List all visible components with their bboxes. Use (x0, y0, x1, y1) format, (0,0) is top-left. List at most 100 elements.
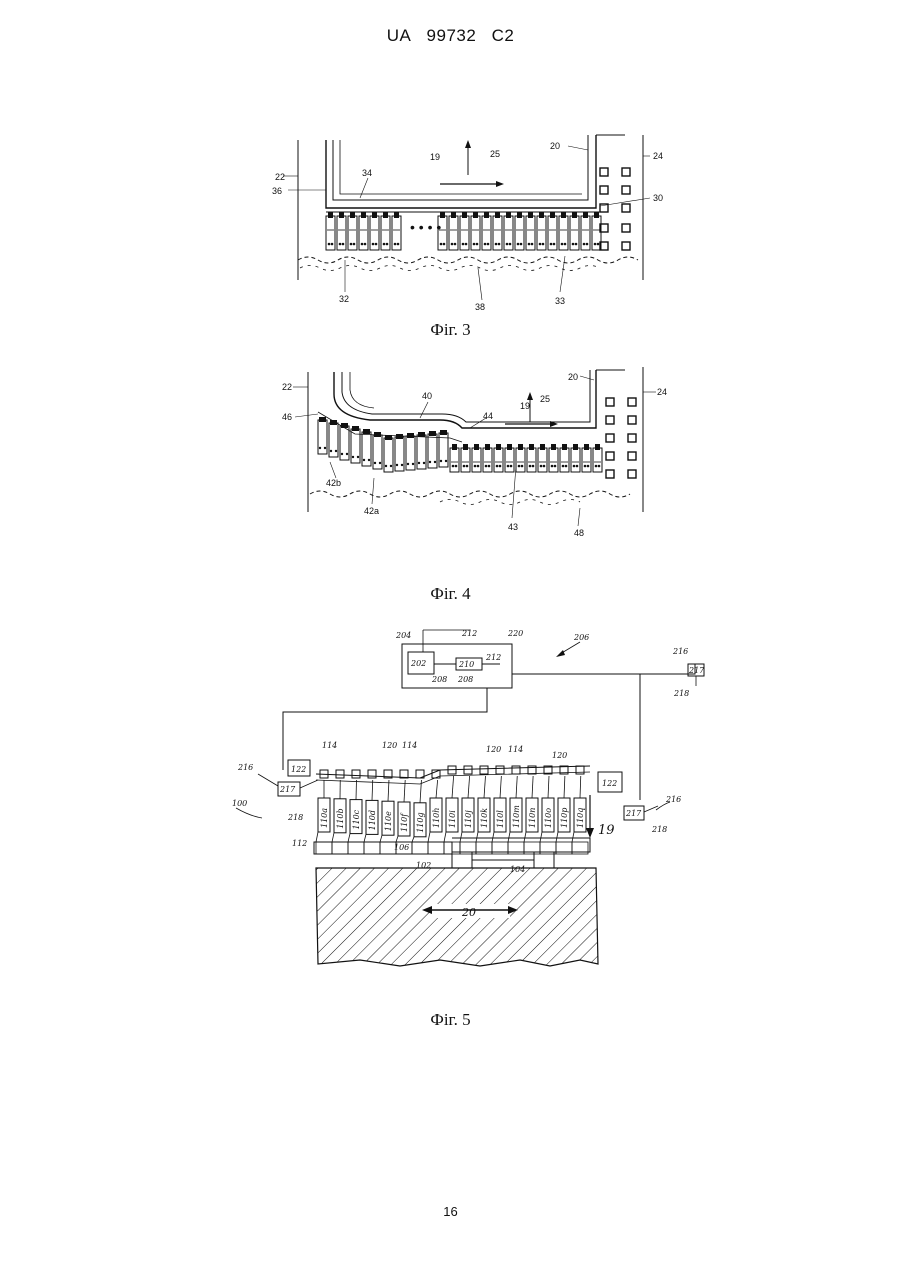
fig4-label-20: 20 (568, 372, 578, 382)
fig5-label-114-c: 114 (508, 745, 523, 754)
fig4-support-unit (571, 448, 580, 472)
fig3-support-unit (515, 216, 524, 250)
fig4-support-unit (527, 448, 536, 472)
fig5-label-212-right: 212 (485, 653, 501, 662)
fig5-label-19: 19 (598, 823, 615, 838)
fig4-support-unit (461, 448, 470, 472)
fig5-label-100: 100 (232, 799, 247, 808)
fig4-support-unit (472, 448, 481, 472)
fig3-support-unit (548, 216, 557, 250)
fig5-label-106: 106 (394, 843, 409, 852)
fig5-label-208-b: 208 (457, 675, 473, 684)
fig5-support-segments: 110a110b110c110d110e110f110g110h110i110j… (316, 766, 588, 854)
fig4-pillar (628, 452, 636, 460)
fig3-label-20: 20 (550, 141, 560, 151)
fig5-label-217-left: 217 (279, 785, 296, 794)
fig5-label-114-b: 114 (402, 741, 417, 750)
fig4-label-43: 43 (508, 522, 518, 532)
fig5-label-120-c: 120 (552, 751, 567, 760)
fig4-support-unit (593, 448, 602, 472)
fig5-label-210: 210 (458, 660, 474, 669)
figure-5-drawing: 110a110b110c110d110e110f110g110h110i110j… (0, 620, 901, 980)
fig5-segment-label: 110g (416, 812, 425, 832)
fig3-label-33: 33 (555, 296, 565, 306)
fig4-support-unit (494, 448, 503, 472)
fig3-label-38: 38 (475, 302, 485, 312)
fig4-label-46: 46 (282, 412, 292, 422)
fig5-segment-label: 110c (352, 809, 361, 829)
fig4-pillar (606, 470, 614, 478)
fig4-label-25: 25 (540, 394, 550, 404)
fig5-label-114-a: 114 (322, 741, 337, 750)
fig4-pillar (628, 416, 636, 424)
fig5-label-208-a: 208 (431, 675, 447, 684)
page-number: 16 (0, 1204, 901, 1219)
fig5-label-217-right: 217 (625, 809, 642, 818)
fig5-segment-label: 110o (544, 808, 553, 828)
fig5-segment-label: 110j (464, 810, 473, 828)
fig3-support-unit (381, 216, 390, 250)
header-country: UA (387, 26, 412, 45)
fig3-support-unit (482, 216, 491, 250)
fig5-label-20: 20 (461, 906, 476, 919)
fig5-label-212-top: 212 (461, 629, 477, 638)
fig3-support-unit (337, 216, 346, 250)
fig5-segment-label: 110q (576, 808, 585, 828)
fig5-label-104: 104 (510, 865, 525, 874)
fig4-label-19: 19 (520, 401, 530, 411)
fig3-support-unit (449, 216, 458, 250)
fig4-label-40: 40 (422, 391, 432, 401)
fig3-support-unit (348, 216, 357, 250)
fig5-label-112: 112 (292, 839, 307, 848)
fig4-support-unit (549, 448, 558, 472)
fig3-right-support-group (438, 212, 601, 250)
fig5-segment-label: 110a (320, 808, 329, 828)
fig3-label-25: 25 (490, 149, 500, 159)
fig5-label-218-left: 218 (287, 813, 303, 822)
fig3-pillar (600, 186, 608, 194)
fig4-label-44: 44 (483, 411, 493, 421)
fig5-caption: Фіг. 5 (0, 1010, 901, 1030)
fig3-support-unit (581, 216, 590, 250)
fig5-label-206: 206 (573, 633, 589, 642)
fig5-segment-label: 110e (384, 811, 393, 831)
fig5-label-218-top: 218 (673, 689, 689, 698)
fig5-label-216-top: 216 (672, 647, 688, 656)
fig5-label-204: 204 (395, 631, 411, 640)
fig3-label-22: 22 (275, 172, 285, 182)
fig4-support-unit (483, 448, 492, 472)
header-number: 99732 (427, 26, 477, 45)
fig3-support-unit (537, 216, 546, 250)
fig4-pillar (606, 434, 614, 442)
fig4-support-unit (560, 448, 569, 472)
fig4-right-support-group (450, 444, 602, 472)
fig5-label-122-left: 122 (291, 765, 306, 774)
fig3-support-unit (471, 216, 480, 250)
fig4-support-unit (450, 448, 459, 472)
fig4-pillar (606, 452, 614, 460)
fig4-support-unit (538, 448, 547, 472)
fig5-segment-label: 110h (432, 808, 441, 828)
fig3-label-24: 24 (653, 151, 663, 161)
fig3-coal-pillars (600, 168, 630, 250)
fig5-segment-label: 110p (560, 808, 569, 828)
fig3-pillar (622, 224, 630, 232)
fig3-support-unit (326, 216, 335, 250)
fig5-segment-label: 110l (496, 810, 505, 828)
fig5-segment-label: 110n (528, 808, 537, 828)
fig3-support-unit (392, 216, 401, 250)
fig5-segment-label: 110d (368, 810, 377, 830)
fig3-support-unit (493, 216, 502, 250)
fig3-pillar (622, 204, 630, 212)
fig3-support-unit (370, 216, 379, 250)
fig5-label-120-b: 120 (486, 745, 501, 754)
fig3-pillar (622, 242, 630, 250)
fig4-support-unit (516, 448, 525, 472)
fig5-label-122-right: 122 (602, 779, 617, 788)
fig4-label-42a: 42a (364, 506, 379, 516)
fig3-support-unit (526, 216, 535, 250)
fig4-pillar (606, 416, 614, 424)
fig4-label-24: 24 (657, 387, 667, 397)
fig3-caption: Фіг. 3 (0, 320, 901, 340)
fig5-segment-label: 110b (336, 808, 345, 828)
